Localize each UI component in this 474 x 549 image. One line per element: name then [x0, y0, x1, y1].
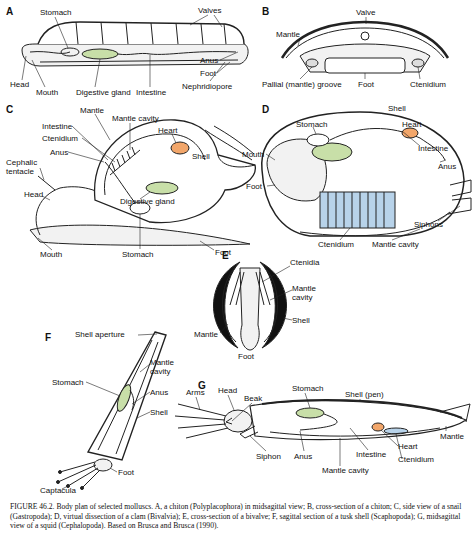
part-label: Intestine — [356, 450, 386, 459]
part-label: Stomach — [122, 250, 154, 259]
part-label: Shell (pen) — [345, 390, 384, 399]
part-label: Anus — [294, 452, 312, 461]
part-label: Anus — [150, 388, 168, 397]
part-label: Foot — [238, 352, 254, 361]
part-label: Ctenidium — [42, 134, 78, 143]
part-label: Intestine — [136, 88, 166, 97]
part-label: Mantle cavity — [322, 466, 369, 475]
part-label: Pallial (mantle) groove — [262, 80, 342, 89]
part-label: Foot — [246, 182, 262, 191]
part-label: Digestive gland — [76, 88, 131, 97]
part-label: Anus — [50, 148, 68, 157]
part-label: Cephalic tentacle — [6, 158, 42, 176]
part-label: Anus — [438, 162, 456, 171]
figure-caption: FIGURE 46.2. Body plan of selected mollu… — [10, 502, 465, 531]
part-label: Foot — [200, 69, 216, 78]
part-label: Nephridiopore — [182, 82, 232, 91]
part-label: Ctenidia — [290, 258, 319, 267]
part-label: Foot — [358, 80, 374, 89]
part-label: Valve — [356, 8, 375, 17]
part-label: Mouth — [242, 150, 264, 159]
part-label: Valves — [198, 6, 221, 15]
part-label: Beak — [244, 394, 262, 403]
part-label: Foot — [118, 468, 134, 477]
part-label: Shell aperture — [75, 330, 125, 339]
part-label: Mantle — [276, 30, 300, 39]
part-label: Shell — [292, 316, 310, 325]
part-label: Shell — [150, 408, 168, 417]
part-label: Ctenidium — [398, 455, 434, 464]
part-label: Mantle — [80, 106, 104, 115]
panel-letter: E — [222, 250, 229, 261]
part-label: Stomach — [292, 384, 324, 393]
part-label: Ctenidium — [410, 80, 446, 89]
panel-letter: A — [6, 6, 13, 17]
part-label: Mantle cavity — [112, 114, 159, 123]
part-label: Intestine — [42, 122, 72, 131]
part-label: Mouth — [40, 250, 62, 259]
part-label: Stomach — [40, 8, 72, 17]
part-label: Mouth — [36, 88, 58, 97]
part-label: Arms — [186, 388, 205, 397]
part-label: Mantle — [194, 330, 218, 339]
part-label: Intestine — [418, 144, 448, 153]
part-label: Stomach — [296, 120, 328, 129]
part-label: Head — [24, 190, 43, 199]
part-label: Ctenidium — [318, 240, 354, 249]
part-label: Stomach — [52, 378, 84, 387]
part-label: Mantle cavity — [292, 284, 326, 302]
part-label: Siphons — [414, 220, 443, 229]
part-label: Head — [10, 80, 29, 89]
part-label: Mantle — [440, 432, 464, 441]
part-label: Siphon — [256, 452, 281, 461]
part-label: Mantle cavity — [372, 240, 419, 249]
part-label: Heart — [398, 442, 418, 451]
part-label: Heart — [402, 120, 422, 129]
panel-letter: D — [262, 104, 269, 115]
part-label: Captacula — [40, 486, 76, 495]
part-label: Shell — [192, 152, 210, 161]
part-label: Heart — [158, 126, 178, 135]
part-label: Digestive gland — [120, 197, 175, 206]
panel-letter: B — [262, 6, 269, 17]
panel-letter: F — [45, 332, 51, 343]
part-label: Mantle cavity — [150, 358, 190, 376]
panel-letter: C — [6, 104, 13, 115]
part-label: Shell — [388, 104, 406, 113]
part-label: Head — [218, 386, 237, 395]
part-label: Anus — [200, 56, 218, 65]
